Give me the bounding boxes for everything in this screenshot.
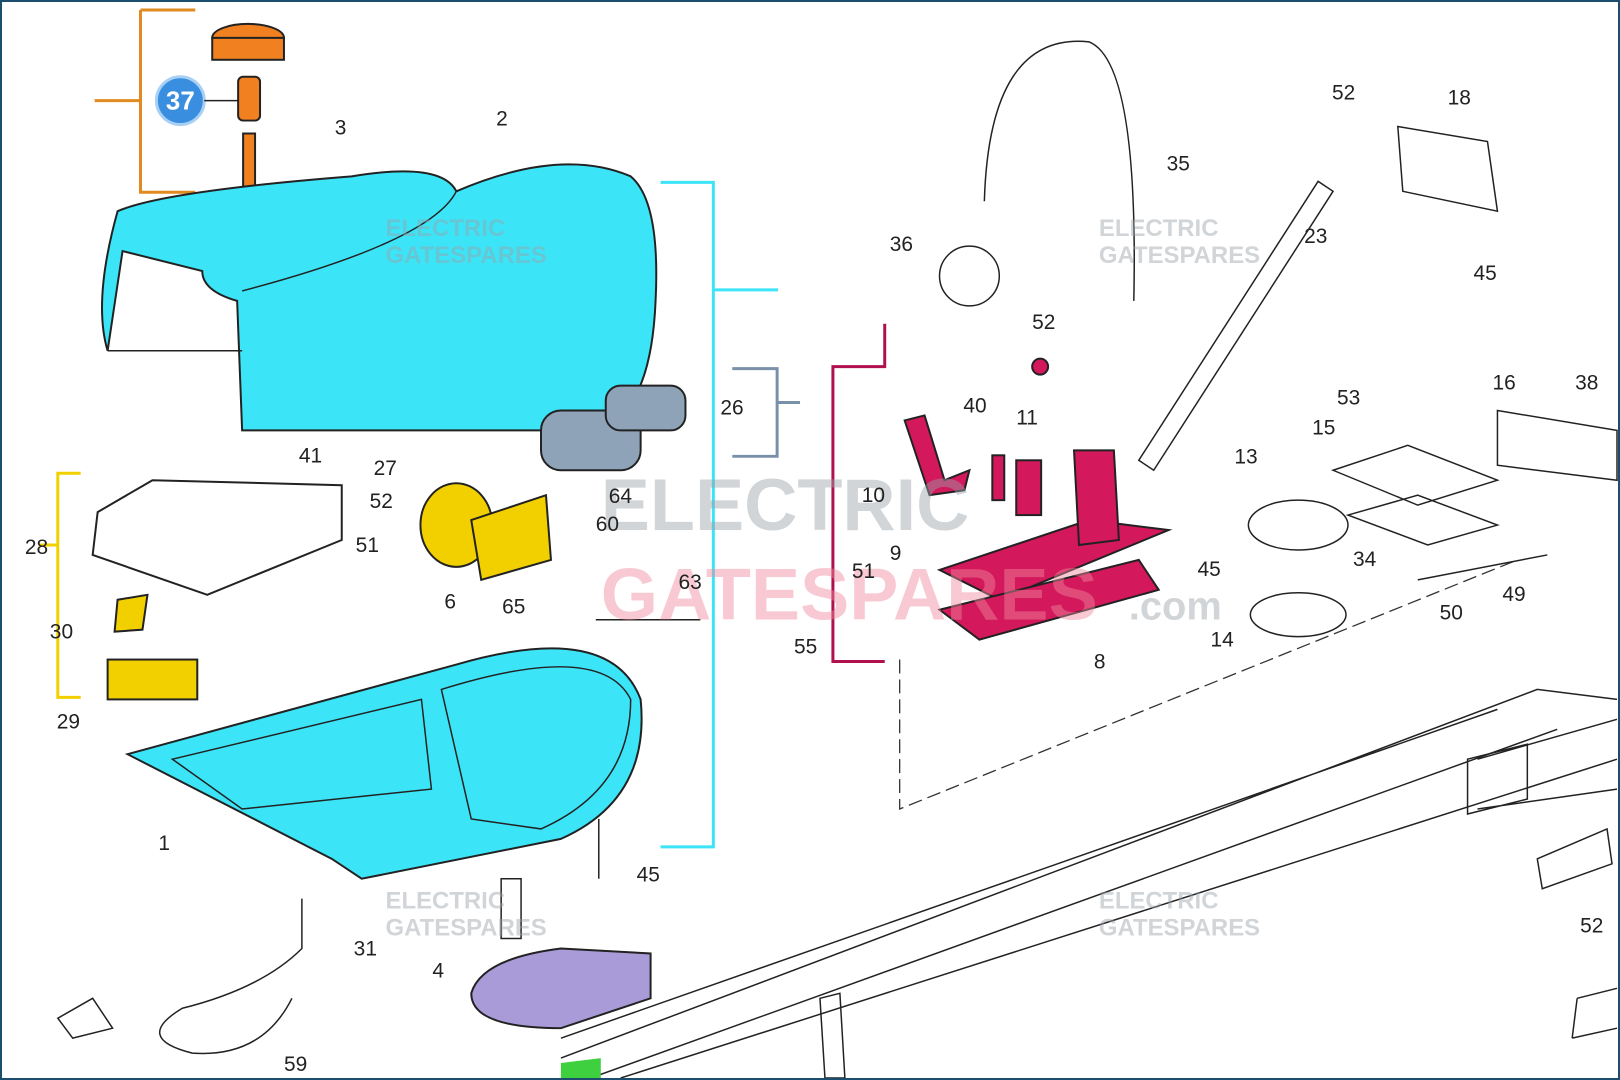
watermark-line1: ELECTRIC: [386, 215, 506, 242]
part-label: 11: [1016, 406, 1038, 429]
part-label: 2: [496, 108, 508, 131]
part-label: 52: [1580, 915, 1603, 938]
motor: [540, 367, 801, 472]
watermark-line2: GATESPARES: [1099, 915, 1260, 942]
part-label: 40: [963, 394, 986, 417]
watermark-line2: GATESPARES: [386, 915, 547, 942]
part-label: 6: [444, 591, 456, 614]
watermark: ELECTRIC GATESPARES ELECTRIC GATESPARES …: [386, 215, 1261, 941]
part-label: 45: [1198, 558, 1221, 581]
capacitor: [419, 482, 553, 582]
watermark-large-line2: GATESPARES: [601, 553, 1098, 636]
trolley: [831, 323, 1173, 664]
part-label: 52: [370, 490, 393, 513]
part-label: 28: [25, 536, 48, 559]
part-label: 23: [1304, 225, 1327, 248]
part-label: 65: [502, 596, 525, 619]
part-label: 45: [637, 864, 660, 887]
watermark-line1: ELECTRIC: [386, 888, 506, 915]
part-label: 38: [1575, 372, 1598, 395]
watermark-large-line1: ELECTRIC: [601, 463, 970, 546]
part-labels: 3 2 35 36 52 18 23 45 26 41 27 52 64 60 …: [25, 82, 1603, 1076]
part-label: 16: [1492, 372, 1515, 395]
part-label: 26: [720, 396, 743, 419]
part-label: 4: [432, 959, 444, 982]
part-label: 10: [862, 484, 885, 507]
pulley-plate: [470, 947, 652, 1078]
part-label: 59: [284, 1053, 307, 1076]
watermark-line2: GATESPARES: [386, 242, 547, 269]
part-label: 9: [890, 542, 902, 565]
part-label: 55: [794, 636, 817, 659]
part-label: 63: [678, 571, 701, 594]
part-label: 3: [335, 117, 347, 140]
part-label: 51: [356, 534, 379, 557]
base: [124, 647, 643, 880]
part-label: 53: [1337, 387, 1360, 410]
watermark-line1: ELECTRIC: [1099, 888, 1219, 915]
part-label: 35: [1167, 152, 1190, 175]
part-label: 15: [1312, 416, 1335, 439]
part-label: 64: [609, 485, 633, 508]
part-label: 31: [354, 937, 377, 960]
part-label: 30: [50, 621, 73, 644]
part-label: 27: [374, 457, 397, 480]
part-label: 49: [1502, 583, 1525, 606]
part-label: 60: [596, 513, 619, 536]
control-box: [38, 471, 343, 701]
part-label: 52: [1032, 311, 1055, 334]
rail-track: [560, 559, 1618, 1078]
part-label: 50: [1440, 602, 1463, 625]
part-label: 41: [299, 444, 322, 467]
part-label: 8: [1094, 651, 1106, 674]
part-label: 52: [1332, 82, 1355, 105]
watermark-suffix: .com: [1129, 585, 1222, 629]
part-label: 14: [1211, 629, 1235, 652]
part-label: 1: [158, 832, 170, 855]
badge-37-text: 37: [166, 88, 195, 116]
part-label: 36: [890, 233, 913, 256]
part-label: 18: [1448, 87, 1471, 110]
misc-parts: [56, 40, 1618, 1055]
part-label: 29: [57, 710, 80, 733]
watermark-line1: ELECTRIC: [1099, 215, 1219, 242]
part-label: 34: [1353, 548, 1377, 571]
cover: [101, 163, 779, 849]
badge-37: 37: [154, 75, 239, 127]
part-label: 13: [1234, 445, 1257, 468]
part-label: 45: [1474, 262, 1497, 285]
watermark-line2: GATESPARES: [1099, 242, 1260, 269]
part-label: 51: [852, 560, 875, 583]
